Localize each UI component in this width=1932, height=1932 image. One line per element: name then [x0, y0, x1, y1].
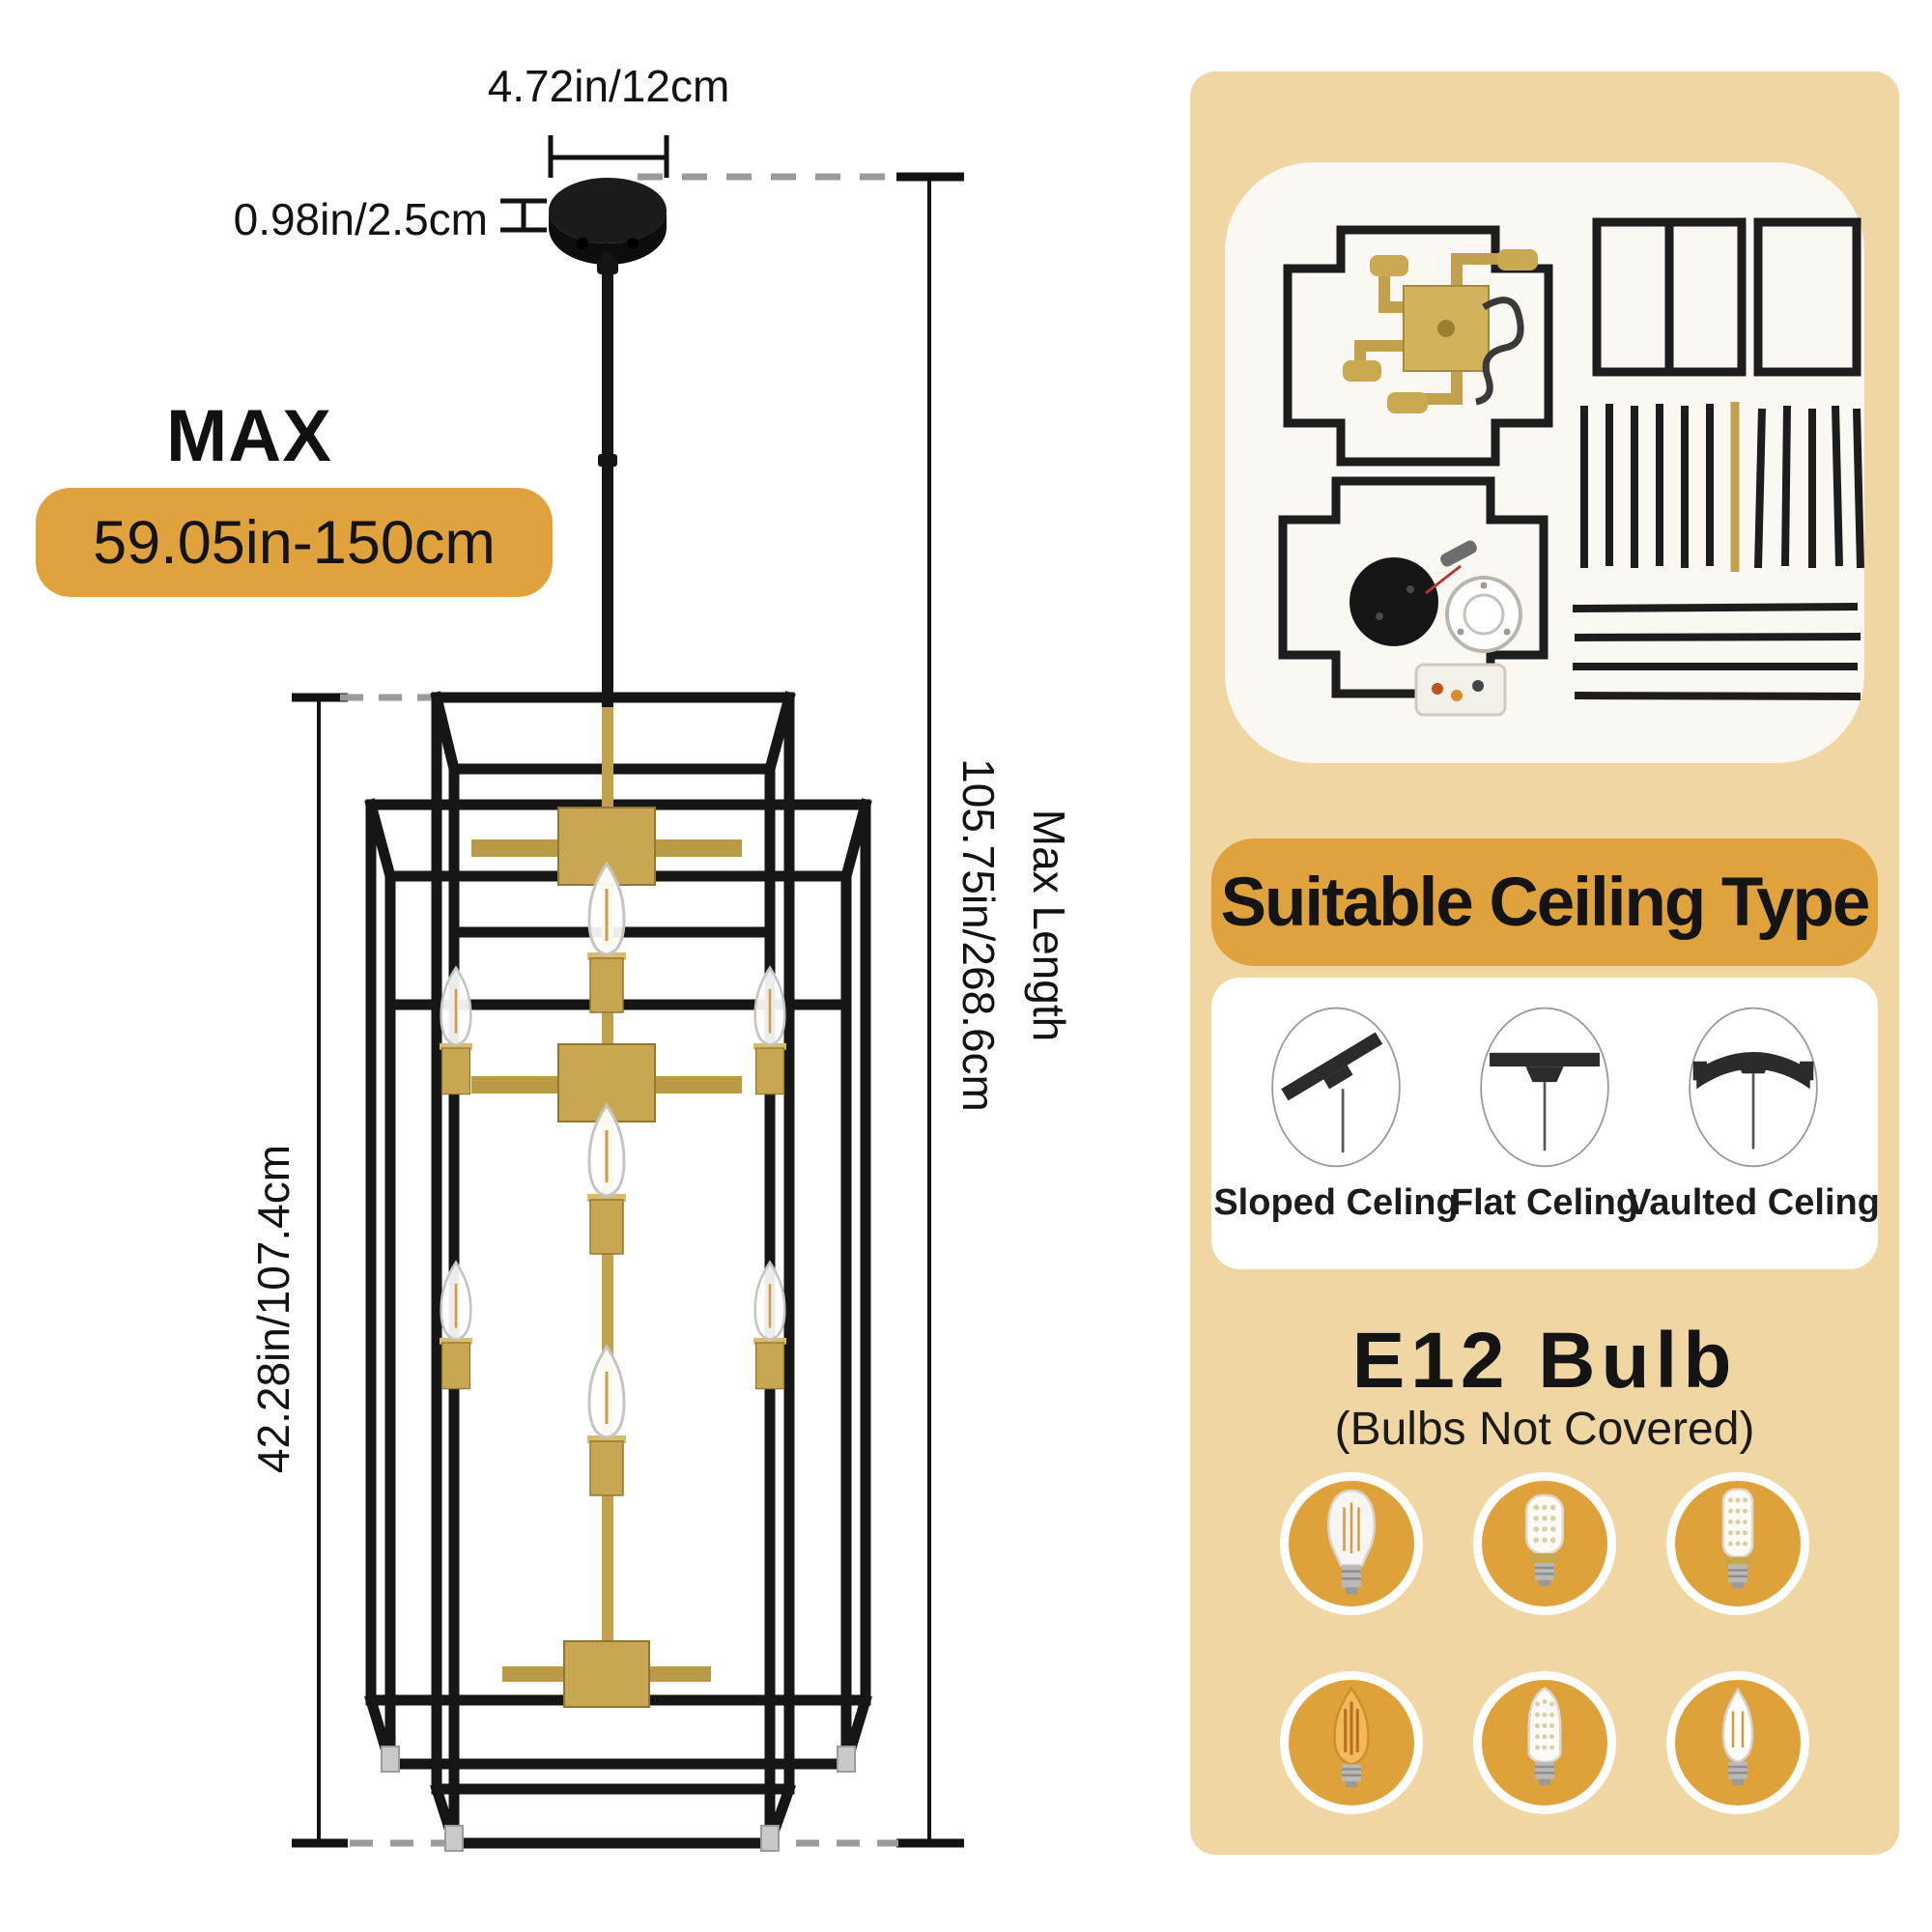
- bulb-options-row-1: [1280, 1472, 1809, 1615]
- ceiling-type-sloped: Sloped Celing: [1213, 1005, 1459, 1269]
- bulb-section-title: E12 Bulb: [1351, 1317, 1738, 1405]
- bulb-option: [1280, 1671, 1423, 1814]
- cage-feet: [381, 1746, 856, 1852]
- corn-candle-bulb-icon: [1527, 1687, 1562, 1785]
- candelabra-bulbs: [440, 861, 786, 1496]
- bulb-option: [1473, 1671, 1616, 1814]
- bulb-option: [1473, 1472, 1616, 1615]
- ceiling-type-flat: Flat Celing: [1445, 1005, 1644, 1269]
- hanging-rod: [597, 253, 618, 707]
- corn-led-bulb-icon: [1525, 1493, 1564, 1586]
- bulb-option: [1280, 1472, 1423, 1615]
- brass-arm-assembly: [1343, 249, 1538, 413]
- ceiling-canopy: [549, 178, 667, 265]
- bulb-option: [1666, 1671, 1809, 1814]
- max-length-label: Max Length: [1024, 809, 1074, 1042]
- bulb-options-row-2: [1280, 1671, 1809, 1814]
- fixture-height-label: 42.28in/107.4cm: [248, 1144, 298, 1474]
- ceiling-type-label: Vaulted Celing: [1627, 1182, 1880, 1223]
- corn-led-tall-bulb-icon: [1721, 1488, 1754, 1589]
- max-length-value: 105.75in/268.6cm: [953, 758, 1004, 1112]
- cage-outer-box: [364, 798, 872, 1771]
- max-drop-badge: 59.05in-150cm: [36, 488, 553, 597]
- chandelier-parts-flatlay: [1278, 217, 1864, 717]
- bulb-option: [1666, 1472, 1809, 1615]
- ceiling-type-label: Flat Celing: [1450, 1182, 1639, 1223]
- edison-filament-bulb-icon: [1326, 1489, 1377, 1595]
- sloped-ceiling-icon: [1271, 1007, 1401, 1168]
- ceiling-type-label: Sloped Celing: [1213, 1182, 1459, 1223]
- ceiling-type-badge: Suitable Ceiling Type: [1211, 838, 1878, 966]
- ceiling-type-card: Sloped Celing Flat Celing Vaulted Celing: [1211, 978, 1880, 1269]
- max-heading: MAX: [166, 395, 332, 477]
- canopy-width-label: 4.72in/12cm: [487, 61, 730, 111]
- brass-tier-3: [502, 1640, 711, 1708]
- flat-ceiling-icon: [1480, 1007, 1609, 1168]
- clear-candle-bulb-icon: [1721, 1687, 1754, 1785]
- amber-candle-bulb-icon: [1333, 1686, 1370, 1788]
- vaulted-ceiling-icon: [1689, 1007, 1818, 1168]
- chandelier-dimension-drawing: [292, 135, 964, 1852]
- dimension-lines: [292, 135, 964, 1848]
- parts-photo-card: [1225, 162, 1864, 763]
- canopy-height-label: 0.98in/2.5cm: [233, 194, 488, 244]
- ceiling-type-vaulted: Vaulted Celing: [1627, 1005, 1880, 1269]
- bulb-section-subtitle: (Bulbs Not Covered): [1334, 1404, 1755, 1455]
- brass-tier-2: [471, 1043, 742, 1122]
